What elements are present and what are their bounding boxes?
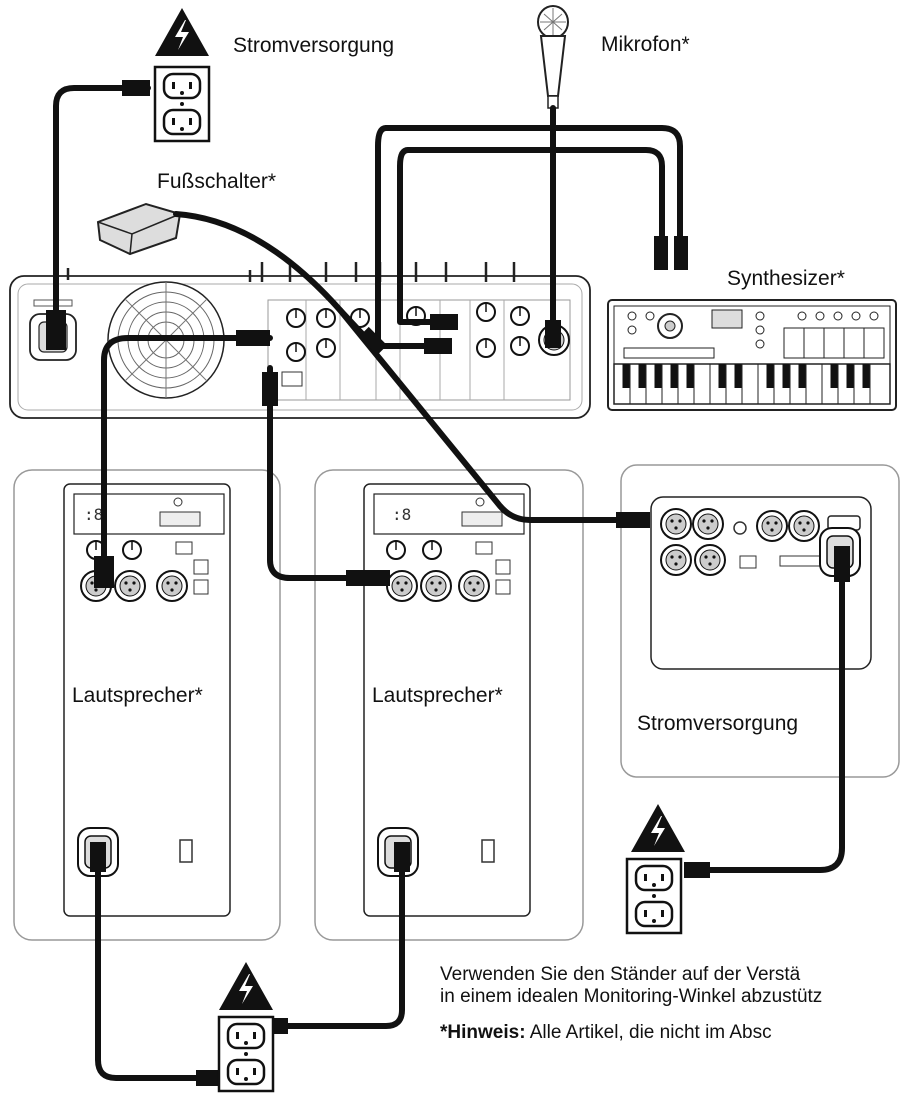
- footswitch: [96, 202, 182, 256]
- power-outlet-icon: [217, 1015, 275, 1093]
- power-outlet-icon: [153, 65, 211, 143]
- label-footswitch: Fußschalter*: [157, 170, 277, 193]
- stand-note-line2: in einem idealen Monitoring-Winkel abzus…: [440, 986, 823, 1007]
- hint-text: Alle Artikel, die nicht im Absc: [525, 1022, 772, 1043]
- power-outlet-icon: [625, 857, 683, 935]
- synthesizer: [607, 299, 897, 411]
- speaker-left: :8: [13, 469, 281, 941]
- high-voltage-warning-icon: [155, 8, 209, 56]
- high-voltage-warning-icon: [219, 962, 273, 1010]
- hint-note: *Hinweis: Alle Artikel, die nicht im Abs…: [440, 1022, 907, 1044]
- high-voltage-warning-icon: [631, 804, 685, 852]
- mixer: [9, 262, 591, 419]
- hint-label: *Hinweis:: [440, 1022, 526, 1043]
- label-speaker-left: Lautsprecher*: [72, 684, 203, 707]
- label-power-top: Stromversorgung: [233, 34, 395, 57]
- label-speaker-middle: Lautsprecher*: [372, 684, 503, 707]
- speaker-middle: :8: [314, 469, 584, 941]
- label-synthesizer: Synthesizer*: [727, 267, 845, 290]
- svg-text::8: :8: [84, 505, 103, 524]
- cables: [46, 80, 850, 1086]
- subwoofer: [620, 464, 900, 778]
- svg-text::8: :8: [392, 505, 411, 524]
- microphone: [537, 5, 569, 109]
- stand-note: Verwenden Sie den Ständer auf der Verstä…: [440, 964, 907, 1008]
- label-microphone: Mikrofon*: [601, 33, 690, 56]
- stand-note-line1: Verwenden Sie den Ständer auf der Verstä: [440, 964, 801, 985]
- label-power-right: Stromversorgung: [637, 712, 799, 735]
